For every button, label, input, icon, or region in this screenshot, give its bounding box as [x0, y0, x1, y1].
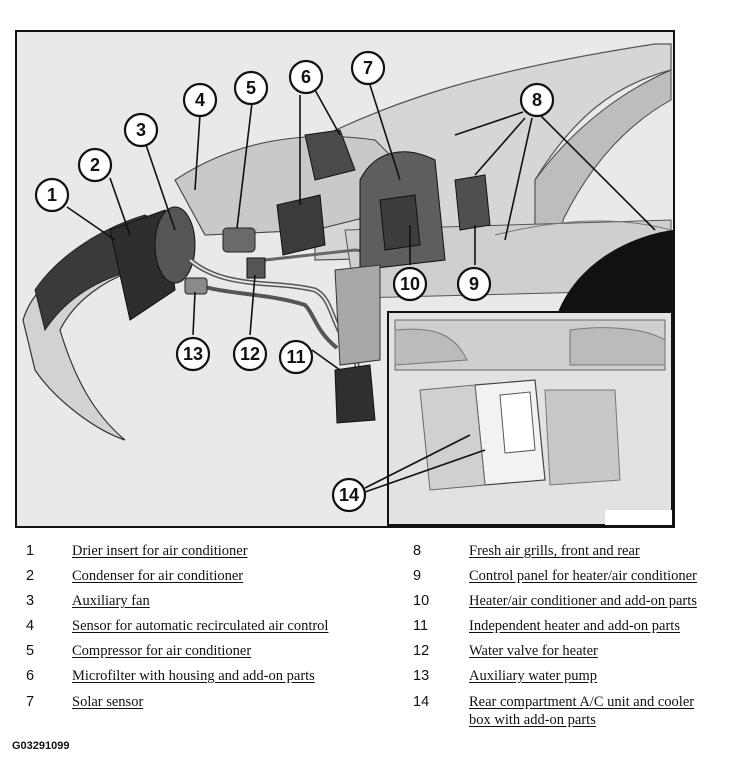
legend-label: Drier insert for air conditioner: [72, 543, 248, 559]
legend-item: 8 Fresh air grills, front and rear: [413, 542, 640, 560]
callout-8: 8: [519, 82, 555, 118]
callout-7: 7: [350, 50, 386, 86]
legend-item: 1 Drier insert for air conditioner: [26, 542, 248, 560]
legend-item: 13 Auxiliary water pump: [413, 667, 597, 685]
leader-lines: [66, 84, 656, 493]
rear-compartment-inset: [387, 311, 673, 526]
legend-label: Sensor for automatic recirculated air co…: [72, 618, 329, 634]
legend-right-column: 8 Fresh air grills, front and rear 9 Contr…: [413, 542, 743, 737]
legend-item: 3 Auxiliary fan: [26, 592, 150, 610]
svg-text:7: 7: [363, 58, 373, 78]
callout-10: 10: [392, 266, 428, 302]
svg-text:6: 6: [301, 67, 311, 87]
legend-number: 11: [413, 618, 429, 634]
legend-label: Auxiliary water pump: [469, 668, 598, 684]
legend-number: 8: [413, 543, 422, 559]
legend-item: 6 Microfilter with housing and add-on par…: [26, 667, 315, 685]
callout-4: 4: [182, 82, 218, 118]
legend-number: 14: [413, 694, 430, 710]
legend-number: 9: [413, 568, 422, 584]
callout-12: 12: [232, 336, 268, 372]
car-body-illustration: [22, 43, 673, 441]
legend-item: 5 Compressor for air conditioner: [26, 642, 251, 660]
legend-number: 10: [413, 593, 430, 609]
callout-14: 14: [331, 477, 367, 513]
legend-label: Microfilter with housing and add-on part…: [72, 668, 315, 684]
legend-item: 7 Solar sensor: [26, 693, 143, 711]
legend-number: 7: [26, 694, 35, 710]
callout-2: 2: [77, 147, 113, 183]
svg-text:8: 8: [532, 90, 542, 110]
legend-number: 3: [26, 593, 35, 609]
callout-5: 5: [233, 70, 269, 106]
legend-label: Auxiliary fan: [72, 593, 150, 609]
legend-number: 13: [413, 668, 430, 684]
legend-label: Independent heater and add-on parts: [469, 618, 680, 634]
legend-item: 11 Independent heater and add-on parts: [413, 617, 680, 635]
svg-text:3: 3: [136, 120, 146, 140]
svg-text:1: 1: [47, 185, 57, 205]
legend-label: Compressor for air conditioner: [72, 643, 252, 659]
svg-text:2: 2: [90, 155, 100, 175]
svg-text:5: 5: [246, 78, 256, 98]
legend-label: Control panel for heater/air conditioner: [469, 568, 697, 584]
legend-number: 5: [26, 643, 35, 659]
legend-label: Rear compartment A/C unit and cooler: [469, 694, 695, 710]
callout-13: 13: [175, 336, 211, 372]
figure-code: G03291099: [12, 740, 70, 752]
legend-number: 1: [26, 543, 35, 559]
callout-3: 3: [123, 112, 159, 148]
legend-label: Condenser for air conditioner: [72, 568, 244, 584]
legend-item: 4 Sensor for automatic recirculated air c…: [26, 617, 328, 635]
legend-item: 9 Control panel for heater/air conditione…: [413, 567, 697, 585]
legend-number: 2: [26, 568, 35, 584]
legend-number: 6: [26, 668, 35, 684]
legend-label: Water valve for heater: [469, 643, 598, 659]
svg-text:11: 11: [286, 347, 305, 367]
legend-left-column: 1 Drier insert for air conditioner 2 Conde…: [26, 542, 386, 722]
legend-item: 10 Heater/air conditioner and add-on part…: [413, 592, 697, 610]
legend-item: 12 Water valve for heater: [413, 642, 598, 660]
legend-item-continuation: box with add-on parts: [413, 711, 596, 729]
legend-item: 2 Condenser for air conditioner: [26, 567, 243, 585]
legend-label-line2: box with add-on parts: [469, 712, 596, 728]
callout-11: 11: [278, 339, 314, 375]
legend-label: Solar sensor: [72, 694, 144, 710]
svg-text:13: 13: [183, 344, 203, 364]
callout-6: 6: [288, 59, 324, 95]
svg-text:9: 9: [469, 274, 479, 294]
vehicle-climate-diagram: 1 2 3 4 5 6 7 8 9 10 11 12 13 14: [15, 30, 675, 528]
svg-text:4: 4: [195, 90, 205, 110]
legend-item: 14 Rear compartment A/C unit and cooler: [413, 693, 694, 711]
svg-text:14: 14: [339, 485, 359, 505]
legend-label: Fresh air grills, front and rear: [469, 543, 640, 559]
legend-number: 4: [26, 618, 35, 634]
svg-text:10: 10: [400, 274, 420, 294]
legend-number: 12: [413, 643, 430, 659]
svg-text:12: 12: [240, 344, 260, 364]
callout-9: 9: [456, 266, 492, 302]
callout-1: 1: [34, 177, 70, 213]
legend-label: Heater/air conditioner and add-on parts: [469, 593, 697, 609]
